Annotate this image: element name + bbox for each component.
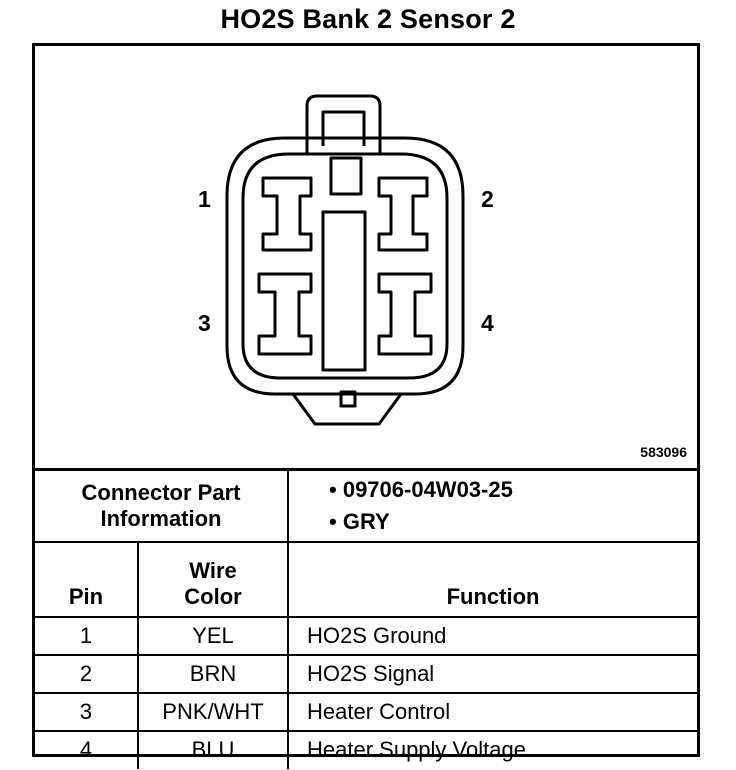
pin-cavity-1 <box>261 176 313 252</box>
part-info-label-line1: Connector Part <box>81 479 241 505</box>
function-cell: Heater Supply Voltage <box>287 729 698 769</box>
part-info-label-line2: Information <box>100 505 222 531</box>
wire-color-cell: BRN <box>136 653 290 694</box>
wire-color-cell: YEL <box>136 615 290 656</box>
bottom-latch-slot <box>339 390 357 408</box>
wire-color-header-line2: Color <box>184 583 242 609</box>
table-header-row: Pin Wire Color Function <box>35 540 698 618</box>
pin-cell: 1 <box>35 615 139 656</box>
pin-label-4: 4 <box>481 310 494 336</box>
connector-inner-outline <box>241 152 449 380</box>
key-slot-top <box>329 156 363 196</box>
lock-tab-inner <box>321 110 366 146</box>
wire-color-cell: PNK/WHT <box>136 691 290 732</box>
lock-tab <box>305 94 382 154</box>
pin-cell: 4 <box>35 729 139 769</box>
pin-cell: 3 <box>35 691 139 732</box>
connector-housing <box>225 136 465 396</box>
table-row: 4 BLU Heater Supply Voltage <box>35 729 698 769</box>
wire-color-cell: BLU <box>136 729 290 769</box>
part-number: • 09706-04W03-25 <box>329 476 513 502</box>
connector-face-drawing <box>225 94 465 426</box>
key-slot-center <box>321 210 367 372</box>
function-cell: HO2S Signal <box>287 653 698 694</box>
connector-diagram: 1 2 3 4 583096 <box>35 46 697 468</box>
pin-cavity-4 <box>377 272 433 356</box>
bottom-latch <box>291 393 403 426</box>
pin-label-2: 2 <box>481 186 494 212</box>
pin-cavity-3 <box>257 272 313 356</box>
part-info-label: Connector Part Information <box>35 468 290 543</box>
wire-color-header: Wire Color <box>136 540 290 618</box>
table-row: 1 YEL HO2S Ground <box>35 615 698 656</box>
drawing-number: 583096 <box>640 444 687 460</box>
pin-label-3: 3 <box>198 310 211 336</box>
part-info-row: Connector Part Information • 09706-04W03… <box>35 468 698 543</box>
table-row: 2 BRN HO2S Signal <box>35 653 698 694</box>
pin-label-1: 1 <box>198 186 211 212</box>
function-cell: Heater Control <box>287 691 698 732</box>
connector-frame: 1 2 3 4 583096 Connector Part Informatio… <box>32 43 700 769</box>
connector-color: • GRY <box>329 508 390 534</box>
function-cell: HO2S Ground <box>287 615 698 656</box>
wire-color-header-line1: Wire <box>189 557 237 583</box>
function-header: Function <box>287 540 698 618</box>
pin-cavity-2 <box>377 176 429 252</box>
table-row: 3 PNK/WHT Heater Control <box>35 691 698 732</box>
pin-header: Pin <box>35 540 139 618</box>
diagram-title: HO2S Bank 2 Sensor 2 <box>220 4 516 34</box>
pinout-table: Connector Part Information • 09706-04W03… <box>35 468 698 769</box>
part-info-values: • 09706-04W03-25 • GRY <box>287 468 698 543</box>
pin-cell: 2 <box>35 653 139 694</box>
